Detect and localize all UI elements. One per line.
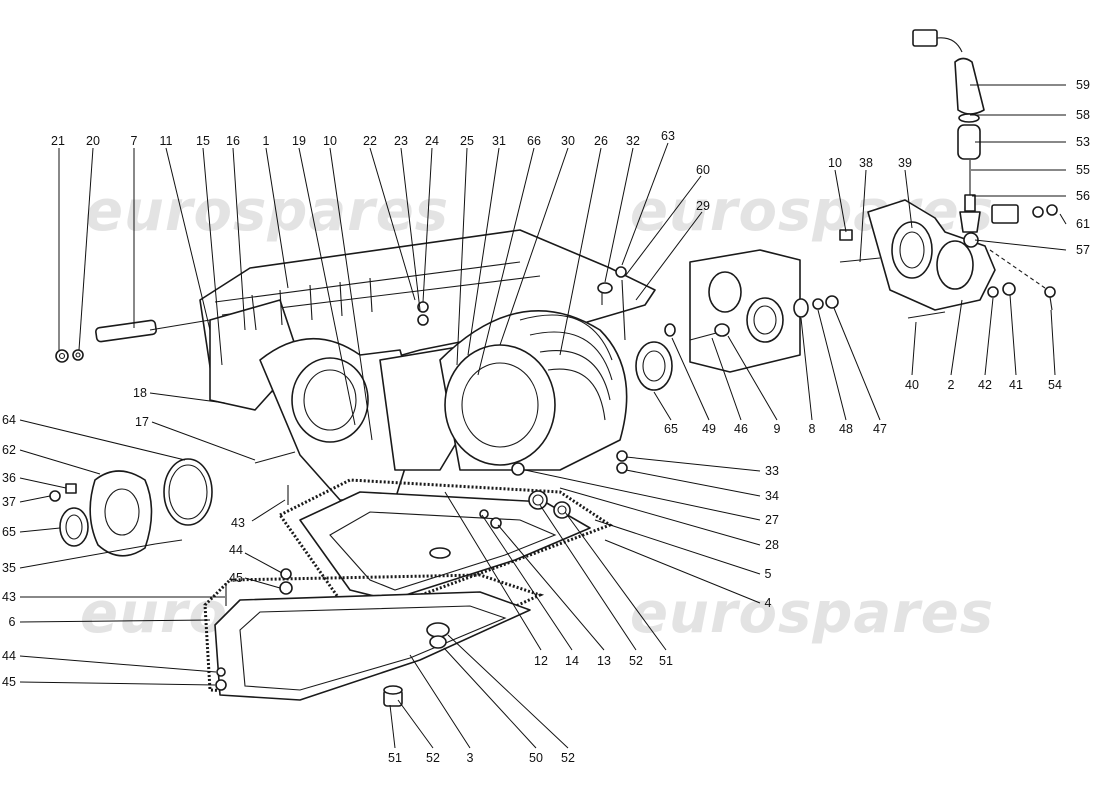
callout-label: 6 [9, 615, 16, 629]
callout-label: 58 [1076, 108, 1090, 122]
callout-label: 53 [1076, 135, 1090, 149]
callout-label: 48 [839, 422, 853, 436]
callout-label: 23 [394, 134, 408, 148]
callout-label: 61 [1076, 217, 1090, 231]
callout-label: 35 [2, 561, 16, 575]
callout-label: 60 [696, 163, 710, 177]
callout-label: 49 [702, 422, 716, 436]
callout-label: 33 [765, 464, 779, 478]
callout-label: 47 [873, 422, 887, 436]
sender-unit-drawing [912, 29, 985, 233]
rear-cover-drawing [49, 458, 213, 557]
callout-label: 65 [2, 525, 16, 539]
callout-label: 64 [2, 413, 16, 427]
callout-label: 24 [425, 134, 439, 148]
callout-label: 5 [765, 567, 772, 581]
callout-label: 51 [388, 751, 402, 765]
callout-label: 56 [1076, 189, 1090, 203]
oil-pan-drawing [203, 478, 614, 701]
selector-plate-drawing [635, 249, 839, 391]
callout-label: 25 [460, 134, 474, 148]
callout-label: 45 [229, 571, 243, 585]
callout-label: 42 [978, 378, 992, 392]
callout-label: 10 [323, 134, 337, 148]
callout-label: 12 [534, 654, 548, 668]
callout-label: 16 [226, 134, 240, 148]
callout-label: 44 [229, 543, 243, 557]
callout-label: 46 [734, 422, 748, 436]
callout-label: 37 [2, 495, 16, 509]
callout-label: 41 [1009, 378, 1023, 392]
callout-label: 59 [1076, 78, 1090, 92]
callout-label: 1 [263, 134, 270, 148]
callout-label: 29 [696, 199, 710, 213]
callout-label: 39 [898, 156, 912, 170]
callout-label: 14 [565, 654, 579, 668]
callout-label: 52 [426, 751, 440, 765]
callout-label: 17 [135, 415, 149, 429]
callout-label: 36 [2, 471, 16, 485]
callout-label: 32 [626, 134, 640, 148]
callout-label: 65 [664, 422, 678, 436]
callout-label: 38 [859, 156, 873, 170]
part-drawings [49, 29, 1058, 707]
callout-label: 8 [809, 422, 816, 436]
callout-label: 34 [765, 489, 779, 503]
callout-label: 28 [765, 538, 779, 552]
callout-label: 44 [2, 649, 16, 663]
callout-label: 7 [131, 134, 138, 148]
gearbox-case-drawing [199, 229, 656, 501]
callout-label: 40 [905, 378, 919, 392]
callout-label: 31 [492, 134, 506, 148]
callout-label: 55 [1076, 163, 1090, 177]
callout-label: 19 [292, 134, 306, 148]
speedo-housing-drawing [839, 199, 1058, 319]
callout-label: 30 [561, 134, 575, 148]
callout-label: 57 [1076, 243, 1090, 257]
callout-label: 3 [467, 751, 474, 765]
callout-label: 50 [529, 751, 543, 765]
watermark-text: eurospares [630, 581, 994, 646]
leader-lines [19, 84, 1067, 749]
callout-label: 63 [661, 129, 675, 143]
callout-label: 26 [594, 134, 608, 148]
callout-label: 11 [160, 134, 173, 148]
callout-label: 27 [765, 513, 779, 527]
callout-label: 22 [363, 134, 377, 148]
callout-label: 18 [133, 386, 147, 400]
callout-label: 13 [597, 654, 611, 668]
callout-label: 51 [659, 654, 673, 668]
watermark-text: eurospares [85, 179, 449, 244]
callout-label: 62 [2, 443, 16, 457]
studs-nuts-drawing [55, 266, 628, 707]
callout-label: 43 [231, 516, 245, 530]
callout-labels: 21 20 7 11 15 16 1 19 10 22 23 24 25 31 … [2, 78, 1090, 765]
callout-label: 20 [86, 134, 100, 148]
callout-label: 10 [828, 156, 842, 170]
callout-label: 9 [774, 422, 781, 436]
callout-label: 21 [51, 134, 65, 148]
callout-label: 66 [527, 134, 541, 148]
callout-label: 52 [629, 654, 643, 668]
callout-label: 15 [196, 134, 210, 148]
callout-label: 43 [2, 590, 16, 604]
callout-label: 2 [948, 378, 955, 392]
callout-label: 45 [2, 675, 16, 689]
callout-label: 4 [765, 596, 772, 610]
callout-label: 52 [561, 751, 575, 765]
callout-label: 54 [1048, 378, 1062, 392]
